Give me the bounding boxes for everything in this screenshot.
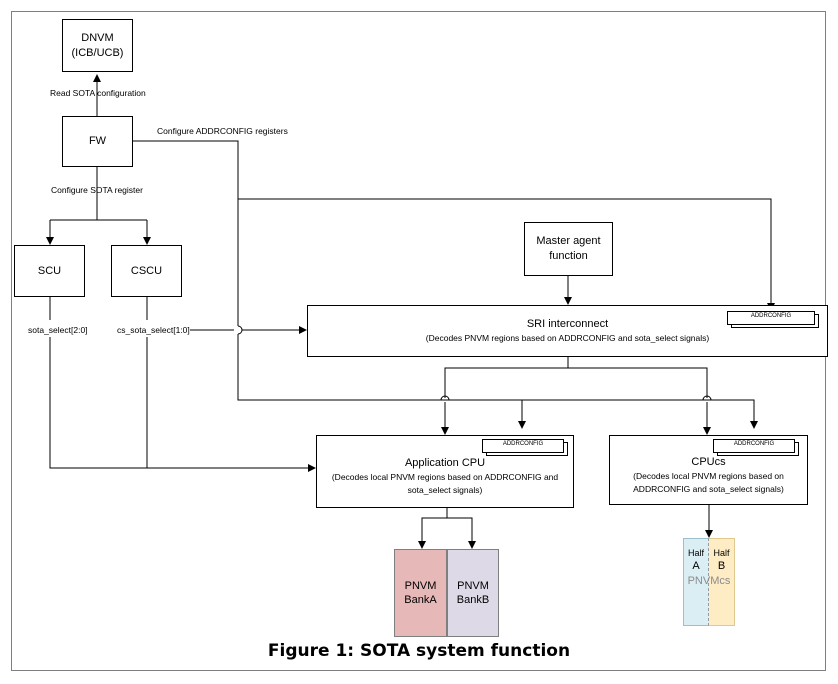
sri-desc: (Decodes PNVM regions based on ADDRCONFI… (425, 333, 710, 343)
dnvm-label-1: DNVM (81, 31, 114, 44)
sri-title: SRI interconnect (526, 318, 609, 330)
edge-sri-hop-right (702, 395, 712, 401)
half-b-label-1: Half (713, 548, 730, 558)
label-sota-select: sota_select[2:0] (28, 325, 88, 335)
cpucs-title: CPUcs (691, 455, 726, 468)
scu-box: SCU (14, 245, 85, 297)
dnvm-box: DNVM (ICB/UCB) (62, 19, 133, 72)
pnvmcs-part-1: PNV (687, 575, 711, 587)
edge-bus-to-cpucs-tag (707, 399, 758, 429)
edge-scu-down (49, 337, 147, 469)
scu-label: SCU (37, 264, 62, 277)
bank-a-label-2: BankA (404, 594, 437, 606)
pnvm-bank-b: PNVM BankB (447, 549, 499, 637)
fw-box: FW (62, 116, 133, 167)
half-a-label-2: A (692, 560, 700, 572)
edge-cscu-down-2 (146, 337, 316, 472)
cscu-box: CSCU (111, 245, 182, 297)
edge-to-sri-tag (238, 198, 775, 311)
master-label-1: Master agent (536, 235, 601, 247)
edge-bus-lower (237, 334, 707, 401)
cpucs-desc-2: ADDRCONFIG and sota_select signals) (633, 483, 784, 494)
cpucs-addrconfig-tag: ADDRCONFIG (713, 439, 795, 453)
half-a-region: Half A (683, 538, 709, 626)
half-a-label-1: Half (687, 548, 704, 558)
pnvmcs-label: PNVMcs (683, 575, 735, 587)
appcpu-addrconfig-tag: ADDRCONFIG (482, 439, 564, 453)
edge-bus-hop (237, 325, 243, 335)
edge-sri-split (444, 367, 708, 398)
appcpu-desc-1: (Decodes local PNVM regions based on ADD… (331, 472, 559, 482)
half-b-label-2: B (717, 560, 726, 572)
fw-label: FW (88, 135, 107, 147)
edge-appcpu-split (421, 517, 473, 545)
cpucs-desc-1: (Decodes local PNVM regions based on (633, 470, 784, 481)
dnvm-label-2: (ICB/UCB) (71, 46, 124, 59)
master-label-2: function (549, 250, 588, 262)
appcpu-title: Application CPU (404, 457, 486, 469)
figure-caption: Figure 1: SOTA system function (267, 641, 571, 661)
pnvmcs-part-2: Mcs (710, 575, 731, 587)
cscu-label: CSCU (130, 264, 163, 277)
edge-sri-hop-left (440, 395, 450, 401)
edge-fw-addrconfig-bus (133, 140, 239, 326)
label-configure-sota: Configure SOTA register (51, 185, 143, 195)
bank-b-label-2: BankB (456, 594, 490, 606)
label-configure-addrconfig: Configure ADDRCONFIG registers (157, 126, 288, 136)
half-b-region: Half B (709, 538, 735, 626)
label-cs-sota-select: cs_sota_select[1:0] (117, 325, 190, 335)
pnvm-bank-a: PNVM BankA (394, 549, 447, 637)
bank-b-label-1: PNVM (457, 580, 489, 592)
sri-addrconfig-tag: ADDRCONFIG (727, 311, 815, 325)
appcpu-desc-2: sota_select signals) (407, 485, 483, 495)
bank-a-label-1: PNVM (404, 580, 437, 592)
master-agent-box: Master agent function (524, 222, 613, 276)
label-read-sota: Read SOTA configuration (50, 88, 146, 98)
